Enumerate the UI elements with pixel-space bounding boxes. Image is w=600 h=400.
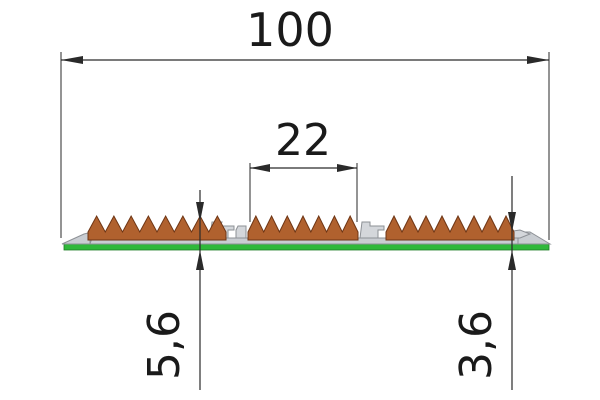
left-height-dimension: 5,6 (139, 190, 204, 390)
left-height-arrow-bottom (196, 250, 204, 270)
profile-ridge-right (359, 221, 385, 239)
insert-arrow-right (337, 164, 357, 172)
right-height-arrow-top (508, 212, 516, 232)
rubber-insert-right (385, 214, 515, 241)
right-height-label: 3,6 (451, 310, 502, 380)
overall-width-dimension: 100 (60, 3, 550, 240)
overall-arrow-left (61, 56, 83, 64)
overall-arrow-right (527, 56, 549, 64)
left-height-label: 5,6 (139, 310, 190, 380)
right-height-dimension: 3,6 (451, 176, 516, 390)
profile-ridge-left-b (235, 225, 247, 239)
insert-width-label: 22 (275, 115, 331, 166)
profile-cross-section (61, 214, 552, 251)
overall-width-label: 100 (246, 3, 334, 57)
rubber-insert-left (87, 214, 227, 241)
rubber-insert-middle (247, 214, 359, 241)
right-height-arrow-bottom (508, 250, 516, 270)
insert-width-dimension: 22 (249, 115, 358, 222)
adhesive-base-strip (63, 243, 550, 251)
insert-arrow-left (250, 164, 270, 172)
left-height-arrow-top (196, 202, 204, 222)
